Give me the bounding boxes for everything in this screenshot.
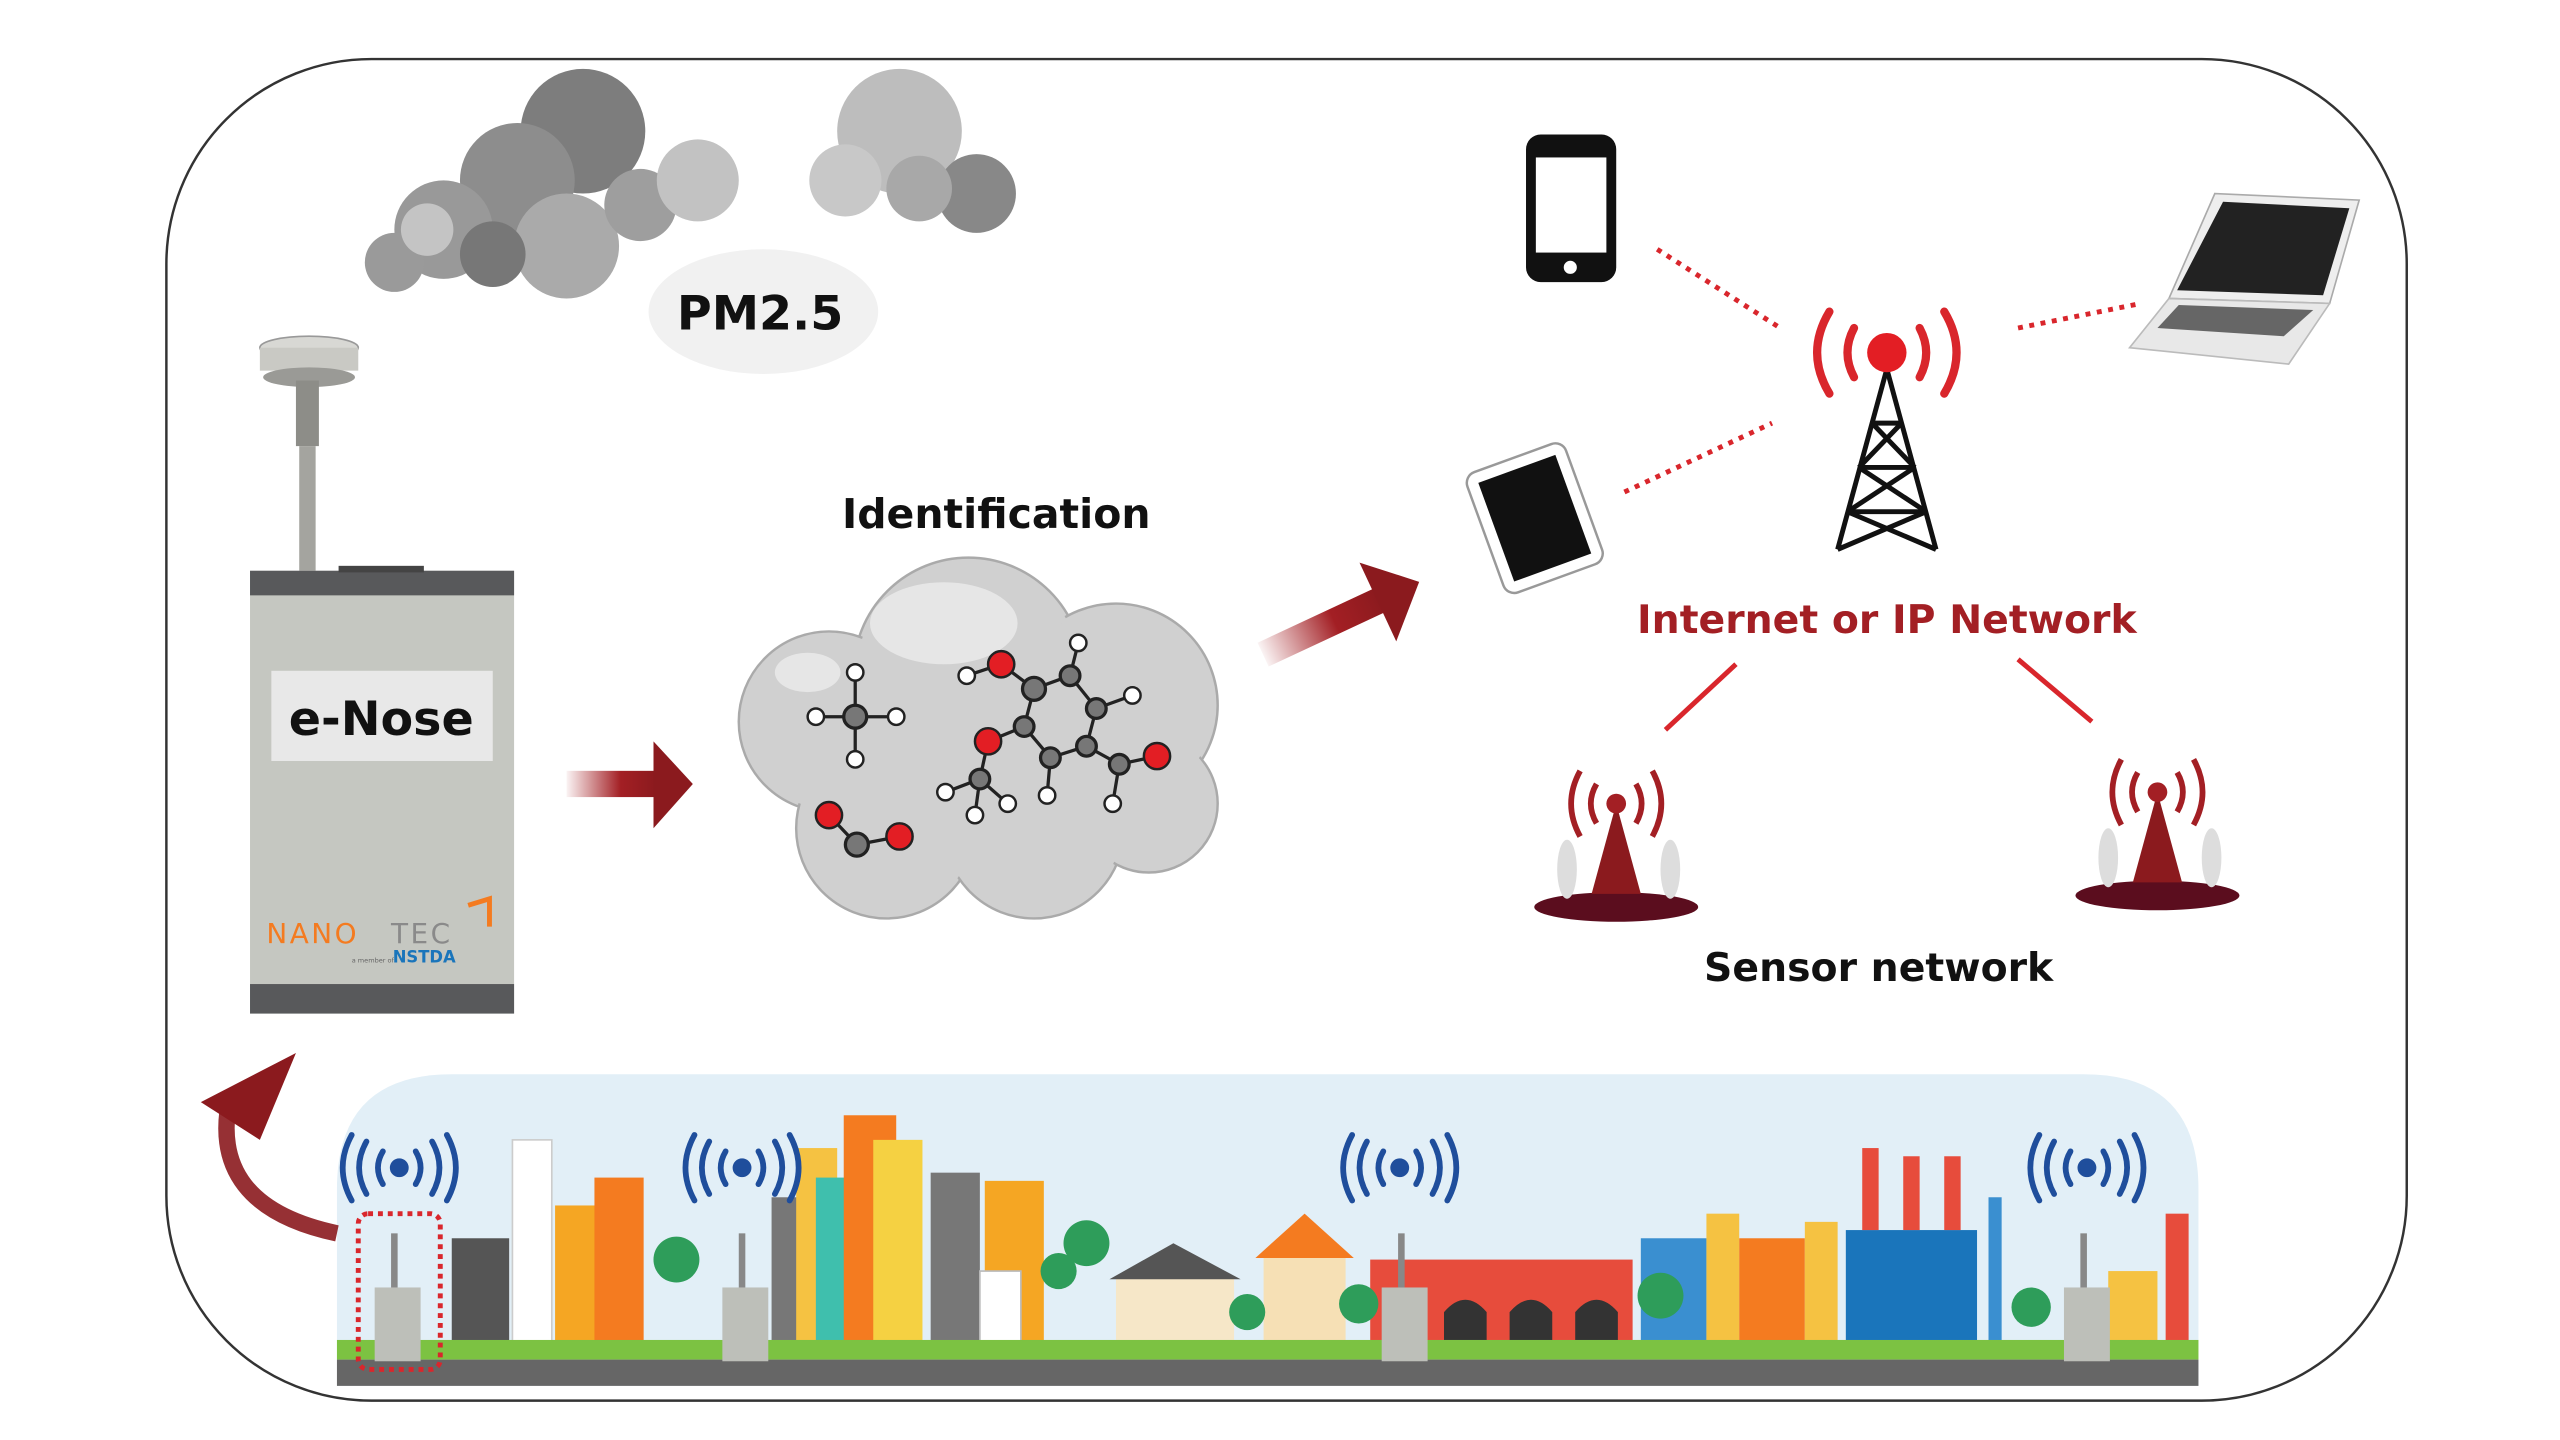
sensor-node-icon bbox=[2075, 757, 2240, 911]
svg-text:TEC: TEC bbox=[390, 917, 452, 950]
nanotec-logo: NANO TEC a member of NSTDA bbox=[266, 895, 492, 967]
network-links bbox=[1663, 657, 2094, 732]
smoke-cloud-right bbox=[809, 68, 1016, 233]
svg-text:NSTDA: NSTDA bbox=[393, 948, 456, 967]
arrow-to-identification-icon bbox=[566, 741, 693, 829]
pm25-label: PM2.5 bbox=[677, 287, 843, 342]
curved-return-arrow-icon bbox=[200, 1052, 339, 1242]
wireless-links bbox=[1623, 247, 2142, 495]
svg-text:a member of: a member of bbox=[352, 957, 395, 965]
sensor-node-icon bbox=[1534, 769, 1699, 922]
molecule-icons bbox=[806, 633, 1172, 858]
cell-tower-icon bbox=[1813, 307, 1961, 552]
tablet-icon bbox=[1465, 442, 1604, 595]
enose-label: e-Nose bbox=[289, 692, 474, 747]
network-label: Internet or IP Network bbox=[1637, 597, 2137, 643]
city-panorama bbox=[336, 1074, 2199, 1386]
enose-device bbox=[250, 335, 515, 1014]
outer-frame bbox=[165, 57, 2408, 1402]
smartphone-icon bbox=[1526, 134, 1617, 283]
highlighted-station-marker bbox=[355, 1211, 443, 1372]
identification-label: Identification bbox=[842, 490, 1151, 538]
city-sensor-stations bbox=[374, 1233, 2110, 1362]
pm25-bubble bbox=[648, 249, 879, 374]
svg-text:NANO: NANO bbox=[266, 917, 359, 950]
arrow-to-network-icon bbox=[1257, 562, 1420, 667]
signal-wave-icons bbox=[339, 1132, 2147, 1204]
laptop-icon bbox=[2127, 192, 2361, 365]
smoke-cloud-left bbox=[364, 68, 739, 299]
sensor-network-label: Sensor network bbox=[1704, 945, 2054, 991]
